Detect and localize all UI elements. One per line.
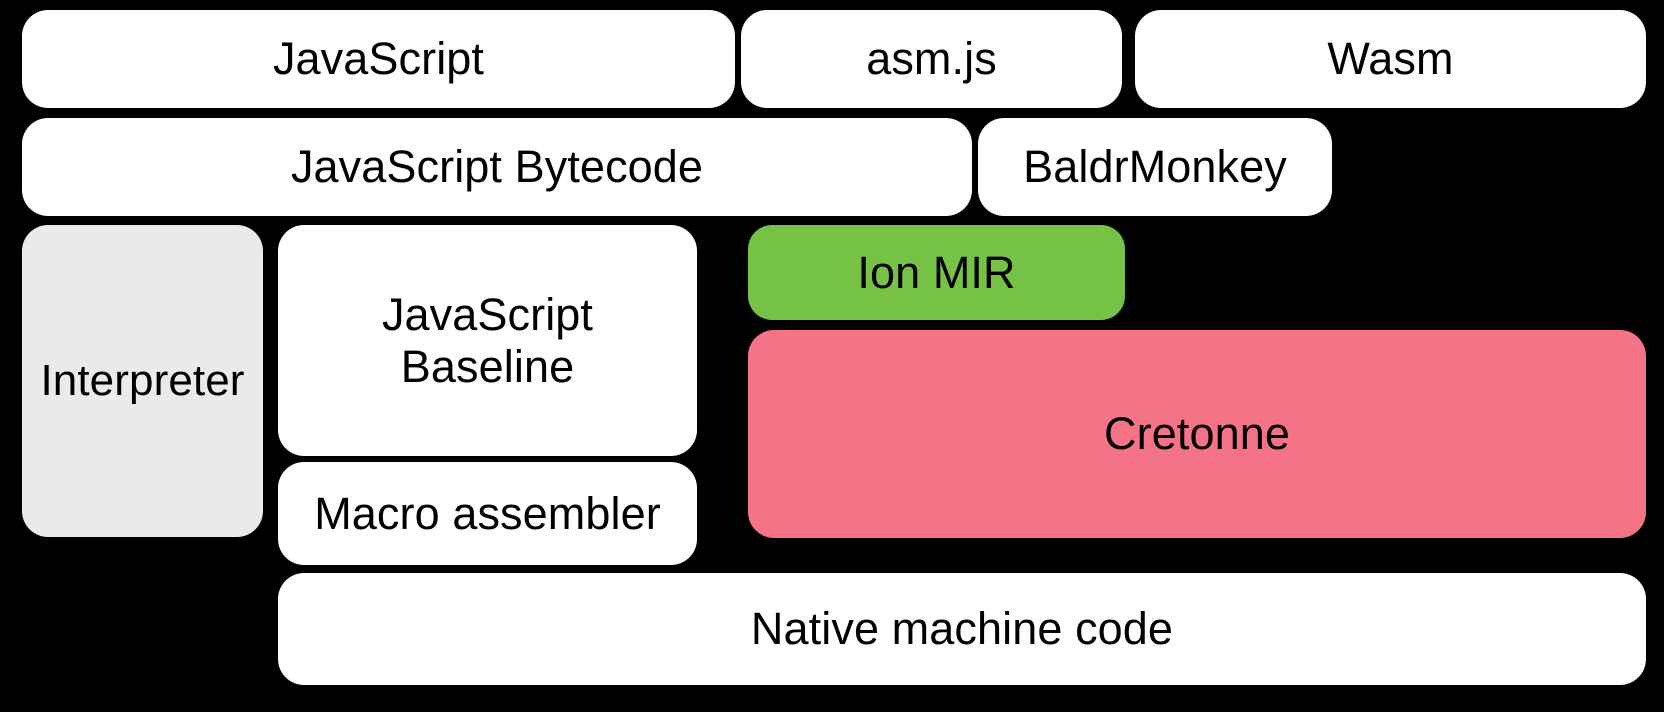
box-asmjs[interactable]: asm.js [741,10,1122,108]
box-javascript[interactable]: JavaScript [22,10,735,108]
box-cretonne[interactable]: Cretonne [748,330,1646,538]
box-javascript-bytecode[interactable]: JavaScript Bytecode [22,118,972,216]
box-ion-mir[interactable]: Ion MIR [748,225,1125,320]
box-wasm[interactable]: Wasm [1135,10,1646,108]
box-interpreter[interactable]: Interpreter [22,225,263,537]
box-macro-assembler[interactable]: Macro assembler [278,462,697,565]
box-native-machine-code[interactable]: Native machine code [278,573,1646,685]
box-baldrmonkey[interactable]: BaldrMonkey [978,118,1332,216]
box-javascript-baseline[interactable]: JavaScript Baseline [278,225,697,456]
